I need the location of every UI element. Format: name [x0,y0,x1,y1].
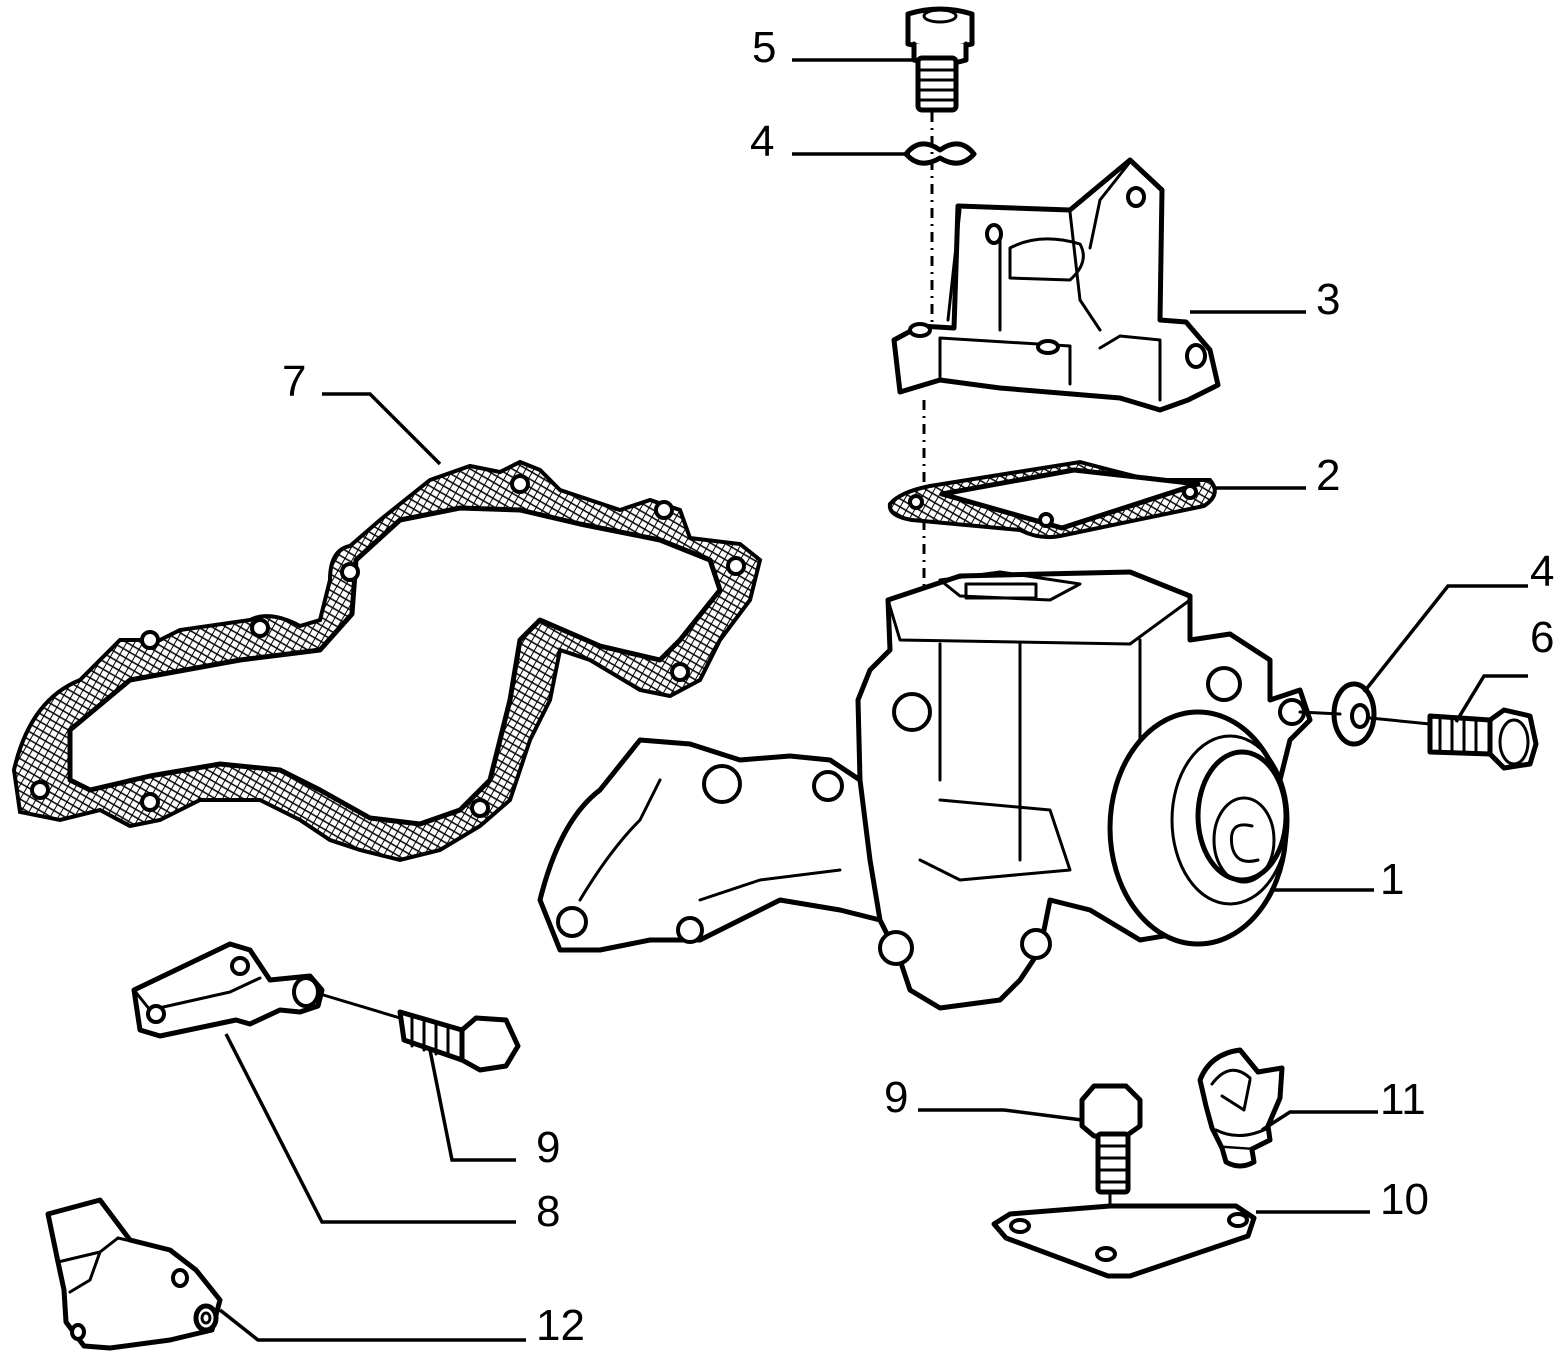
callout-numbers: 5 4 3 7 2 4 6 1 9 8 9 11 10 12 [282,23,1554,1350]
callout-7: 7 [282,357,306,406]
gasket-part-7 [11,459,763,863]
callout-8: 8 [536,1187,560,1236]
thermostat-cover-part-3 [891,157,1221,413]
callout-3: 3 [1316,275,1340,324]
bracket-part-12 [45,1197,223,1351]
clip-part-11 [1197,1047,1285,1169]
washer-part-4-top [903,141,977,166]
bolt-part-9-right [1079,1083,1143,1195]
screw-part-5 [905,6,975,113]
leader-lines [218,58,1528,1342]
bolt-part-6 [1427,707,1539,771]
bracket-part-8 [131,941,325,1039]
callout-12: 12 [536,1301,585,1350]
leader-9-left [428,1049,516,1162]
callout-9: 9 [884,1073,908,1122]
callout-4: 4 [750,117,774,166]
callout-11: 11 [1380,1075,1426,1124]
leader-12 [218,1308,526,1342]
bolt-part-9-left [397,1009,521,1073]
bolt-axis-line-6 [1298,710,1432,726]
callout-5: 5 [752,23,776,72]
leader-11 [1261,1110,1378,1132]
callout-10: 10 [1380,1175,1429,1224]
gasket-part-2 [887,459,1217,540]
leader-7 [322,392,442,466]
callout-6: 6 [1530,613,1554,662]
callout-4: 4 [1530,547,1554,596]
leader-8 [224,1033,516,1224]
callout-9: 9 [536,1123,560,1172]
leader-9-right [918,1108,1083,1122]
bolt-axis-line-9a [318,992,402,1020]
plate-part-10 [991,1203,1257,1279]
leader-6 [1454,674,1528,723]
water-pump-part-1 [537,569,1313,1011]
callout-2: 2 [1316,451,1340,500]
leader-4-side [1362,584,1528,694]
callout-1: 1 [1380,855,1404,904]
